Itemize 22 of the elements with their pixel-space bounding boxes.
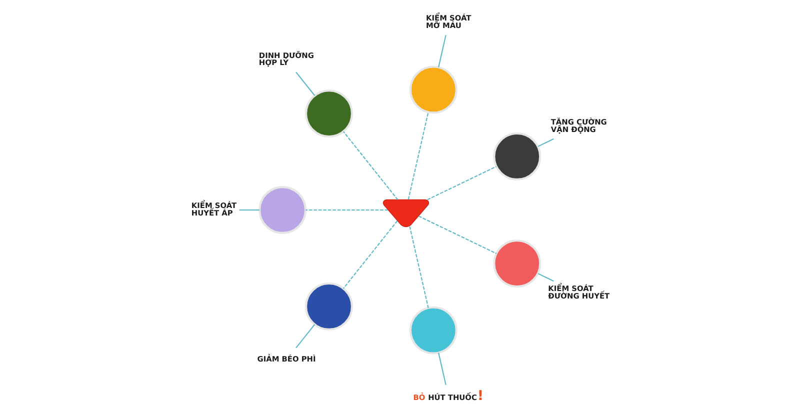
- node-circle: [408, 66, 457, 114]
- connector: [537, 273, 554, 282]
- connector: [407, 112, 428, 200]
- connector: [342, 131, 398, 200]
- connector: [438, 35, 446, 68]
- connector: [305, 209, 388, 211]
- node-heart: [382, 199, 429, 228]
- node-circle: [304, 282, 352, 330]
- node-circle: [492, 132, 541, 180]
- node-circle: [492, 240, 541, 288]
- connector: [438, 352, 446, 385]
- connector: [418, 216, 496, 254]
- connector: [342, 220, 398, 289]
- node-circle: [408, 306, 457, 354]
- connector: [295, 72, 315, 96]
- connector: [426, 166, 496, 200]
- connector: [295, 324, 315, 348]
- node-circle: [258, 186, 306, 234]
- node-circle: [304, 90, 352, 138]
- connector: [537, 138, 554, 147]
- connector: [408, 226, 428, 308]
- connector: [238, 209, 260, 211]
